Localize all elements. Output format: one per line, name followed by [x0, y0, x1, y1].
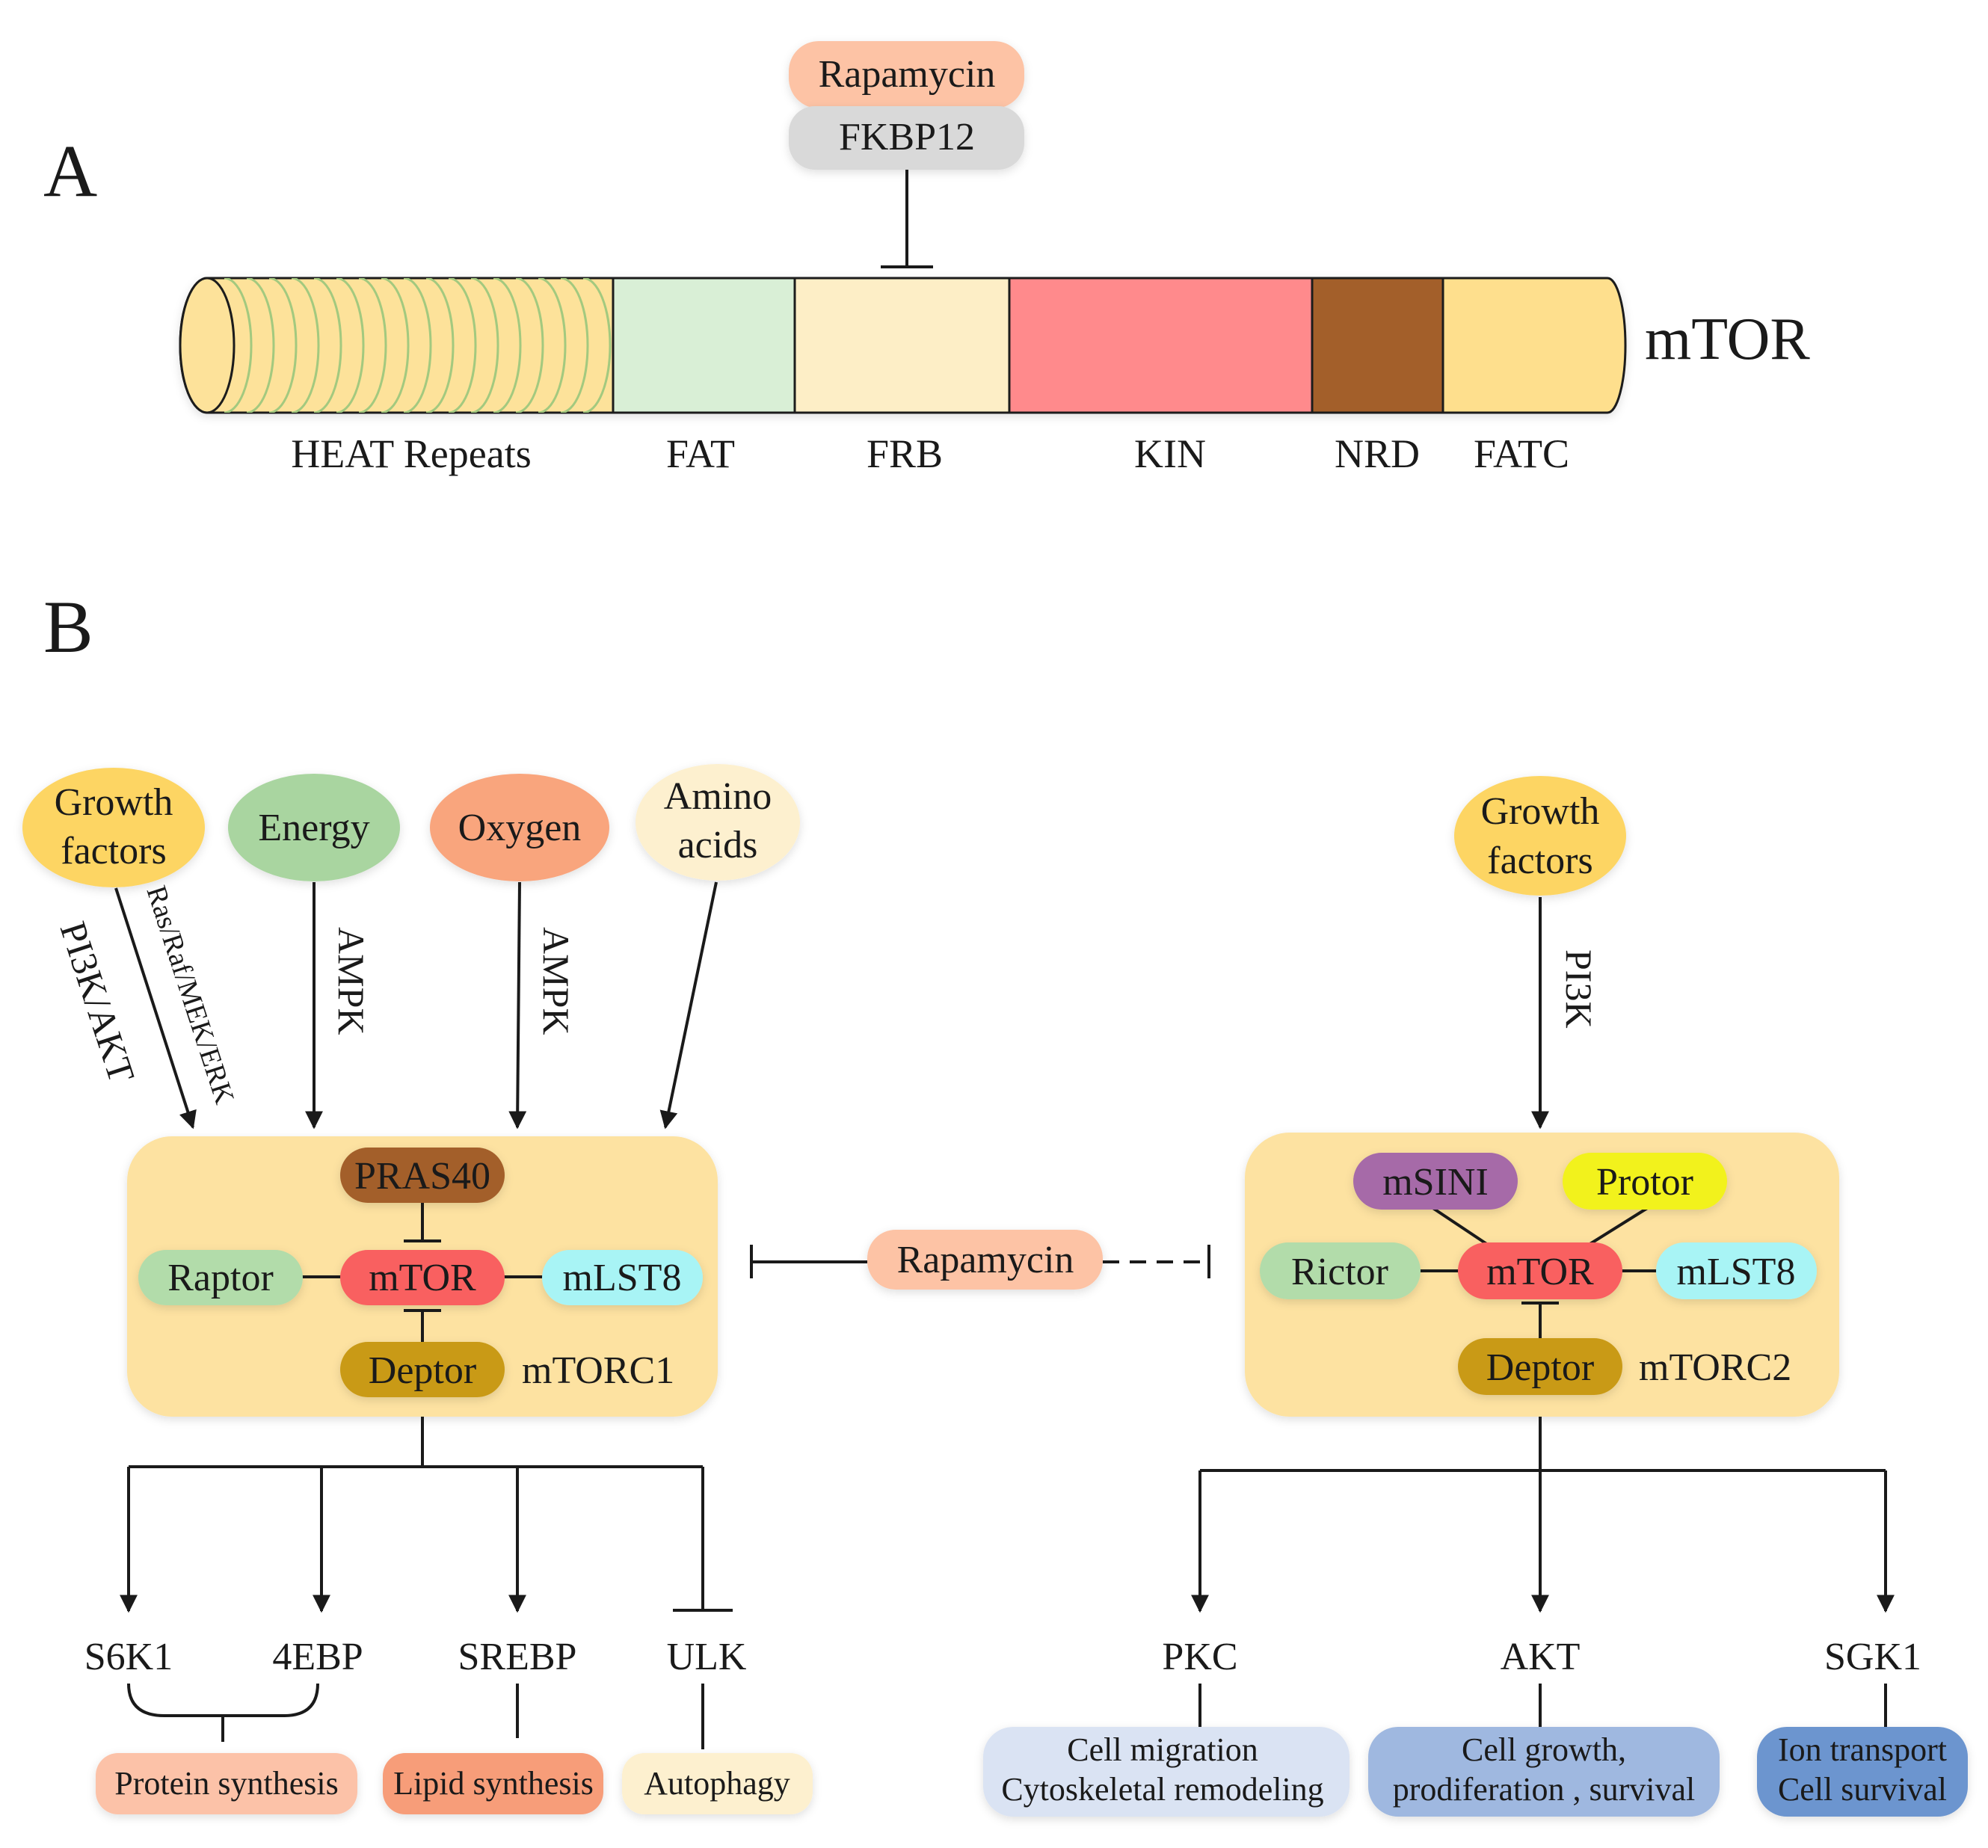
svg-text:Cytoskeletal remodeling: Cytoskeletal remodeling — [1001, 1771, 1323, 1808]
panel-a-letter: A — [43, 129, 97, 212]
svg-text:Oxygen: Oxygen — [458, 807, 582, 849]
svg-text:Ion transport: Ion transport — [1778, 1731, 1947, 1768]
svg-text:acids: acids — [678, 824, 758, 866]
svg-text:Deptor: Deptor — [1486, 1346, 1594, 1389]
arrow-amino-mtorc1 — [659, 881, 718, 1130]
target-pkc: PKC — [1162, 1636, 1237, 1678]
target-s6k1: S6K1 — [84, 1636, 173, 1678]
pathway-pi3k: PI3K — [1558, 949, 1600, 1029]
mtorc1-complex: PRAS40 Raptor mTOR mLST8 Deptor mTORC1 — [127, 1136, 718, 1417]
arrow-oxygen-mtorc1 — [508, 881, 527, 1130]
svg-text:Deptor: Deptor — [369, 1349, 476, 1392]
svg-text:Rapamycin: Rapamycin — [897, 1239, 1074, 1281]
svg-text:PRAS40: PRAS40 — [354, 1155, 490, 1198]
domain-label-nrd: NRD — [1335, 431, 1420, 476]
mtor-node-2 — [1458, 1242, 1622, 1299]
rapamycin-fkbp12-group: Rapamycin FKBP12 — [789, 41, 1024, 268]
svg-text:Cell survival: Cell survival — [1778, 1771, 1947, 1808]
domain-fatc — [1441, 277, 1627, 414]
domain-label-kin: KIN — [1134, 431, 1206, 476]
svg-text:Autophagy: Autophagy — [644, 1765, 790, 1802]
outcome-ion-transport: Ion transport Cell survival — [1757, 1727, 1968, 1817]
svg-text:Growth: Growth — [55, 781, 173, 824]
deptor-node-1 — [340, 1342, 505, 1397]
rapamycin-node-b — [867, 1230, 1103, 1290]
svg-text:Rictor: Rictor — [1291, 1251, 1388, 1293]
svg-text:Lipid synthesis: Lipid synthesis — [393, 1765, 594, 1802]
mtorc1-label: mTORC1 — [522, 1349, 674, 1392]
domain-label-fatc: FATC — [1474, 431, 1569, 476]
svg-text:factors: factors — [1487, 840, 1592, 882]
rapamycin-box-a — [789, 41, 1024, 108]
panel-b-letter: B — [43, 585, 93, 668]
mtorc1-outputs — [120, 1417, 733, 1613]
input-energy: Energy — [228, 774, 400, 881]
mlst8-node-2 — [1656, 1242, 1817, 1299]
rapamycin-label-a: Rapamycin — [819, 53, 996, 96]
input-oxygen: Oxygen — [430, 774, 609, 881]
arrow-growth-mtorc1 — [114, 887, 197, 1130]
svg-text:Amino: Amino — [664, 775, 772, 818]
svg-text:mSINI: mSINI — [1382, 1161, 1489, 1204]
outcome-autophagy: Autophagy — [622, 1753, 813, 1814]
mtor-domain-bar — [179, 277, 1627, 414]
svg-text:factors: factors — [61, 830, 166, 872]
domain-heat-repeats — [179, 277, 615, 414]
domain-label-fat: FAT — [666, 431, 735, 476]
domain-nrd — [1311, 277, 1444, 414]
target-sgk1: SGK1 — [1824, 1636, 1921, 1678]
raptor-node — [138, 1250, 303, 1305]
outcome-cell-growth: Cell growth, prodiferation , survival — [1368, 1727, 1720, 1817]
pras40-node — [340, 1148, 505, 1203]
svg-text:Protor: Protor — [1596, 1161, 1693, 1204]
mtorc2-label: mTORC2 — [1639, 1346, 1791, 1389]
svg-text:Protein synthesis: Protein synthesis — [114, 1765, 338, 1802]
svg-text:Cell migration: Cell migration — [1067, 1731, 1258, 1768]
mtor-node-1 — [340, 1250, 505, 1305]
svg-text:Cell growth,: Cell growth, — [1462, 1731, 1626, 1768]
fkbp12-label: FKBP12 — [839, 116, 975, 158]
rictor-node — [1260, 1242, 1421, 1299]
outcome-cell-migration: Cell migration Cytoskeletal remodeling — [983, 1727, 1350, 1817]
rapamycin-inhibition-b: Rapamycin — [750, 1230, 1210, 1290]
mtorc2-outputs — [1191, 1417, 1895, 1613]
outcome-protein-synthesis: Protein synthesis — [96, 1753, 357, 1814]
domain-frb — [793, 277, 1011, 414]
protor-node — [1563, 1153, 1727, 1210]
input-growth-factors-1: Growth factors — [22, 768, 205, 887]
svg-text:Energy: Energy — [258, 807, 369, 849]
svg-text:mTOR: mTOR — [1486, 1251, 1594, 1293]
mtor-protein-label: mTOR — [1645, 307, 1810, 372]
svg-text:mLST8: mLST8 — [1677, 1251, 1796, 1293]
svg-text:mLST8: mLST8 — [563, 1257, 682, 1299]
outcome-lipid-synthesis: Lipid synthesis — [383, 1753, 603, 1814]
svg-text:mTOR: mTOR — [369, 1257, 476, 1299]
svg-text:Growth: Growth — [1481, 790, 1600, 833]
pathway-ampk-energy: AMPK — [330, 927, 372, 1035]
domain-label-heat: HEAT Repeats — [291, 431, 531, 476]
mtorc2-complex: mSINI Protor Rictor mTOR mLST8 Deptor mT… — [1245, 1133, 1839, 1417]
msin1-node — [1353, 1153, 1518, 1210]
deptor-node-2 — [1458, 1338, 1622, 1395]
cylinder-left-cap — [179, 277, 236, 414]
target-4ebp: 4EBP — [272, 1636, 363, 1678]
fkbp12-box — [789, 106, 1024, 170]
target-akt: AKT — [1501, 1636, 1581, 1678]
svg-text:Raptor: Raptor — [167, 1257, 274, 1299]
domain-fat — [612, 277, 796, 414]
pathway-ras-raf-mek-erk: Ras/Raf/MEK/ERK — [140, 882, 240, 1109]
input-amino-acids: Amino acids — [636, 764, 800, 881]
domain-label-frb: FRB — [867, 431, 943, 476]
svg-text:prodiferation , survival: prodiferation , survival — [1393, 1771, 1695, 1808]
heat-repeat-arcs — [224, 278, 612, 413]
target-srebp: SREBP — [458, 1636, 577, 1678]
s6k1-4ebp-bracket — [127, 1683, 319, 1717]
target-ulk: ULK — [667, 1636, 747, 1678]
pathway-pi3k-akt: PI3K/AKT — [52, 917, 144, 1088]
input-growth-factors-2: Growth factors — [1454, 776, 1626, 896]
pathway-ampk-oxygen: AMPK — [535, 927, 577, 1035]
domain-kin — [1008, 277, 1314, 414]
mlst8-node-1 — [542, 1250, 703, 1305]
